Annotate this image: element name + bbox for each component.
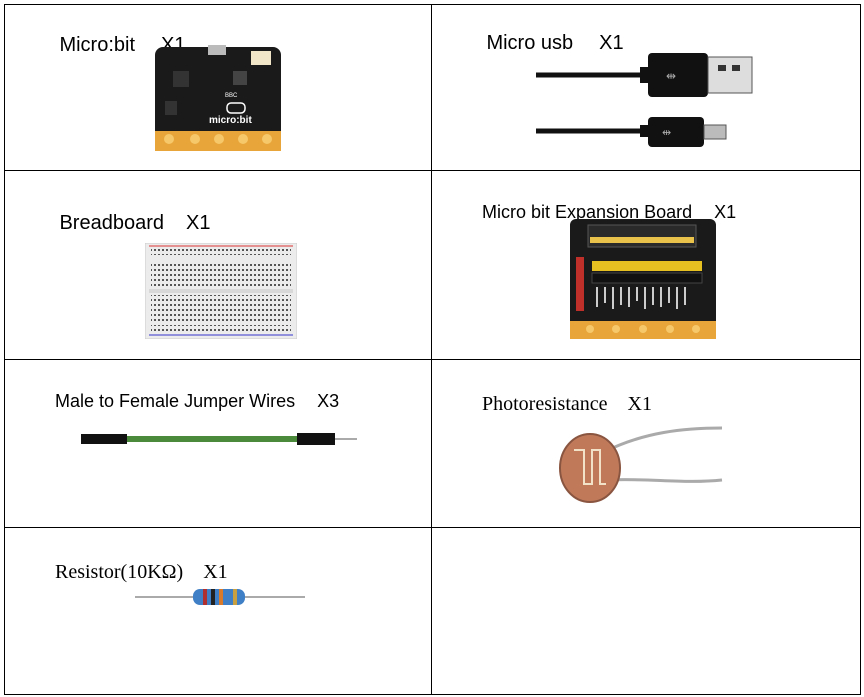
cell-expansion-board: Micro bit Expansion Board X1 — [431, 170, 861, 360]
cell-breadboard: Breadboard X1 — [4, 170, 432, 360]
svg-text:⇹: ⇹ — [662, 126, 671, 139]
item-name: Micro usb — [486, 32, 574, 54]
item-name: Photoresistance — [482, 392, 608, 415]
resistor-image — [135, 588, 305, 605]
breadboard-image — [145, 243, 297, 340]
item-qty: X1 — [599, 32, 624, 54]
item-qty: X1 — [185, 212, 211, 235]
item-qty: X3 — [317, 390, 340, 411]
item-label: Breadboard X1 — [15, 193, 210, 253]
item-name: Male to Female Jumper Wires — [55, 390, 296, 411]
board-microbit-text: micro:bit — [209, 115, 252, 126]
item-label: Resistor(10KΩ) X1 — [15, 542, 228, 602]
item-name: Micro:bit — [59, 34, 136, 56]
cell-resistor: Resistor(10KΩ) X1 — [4, 526, 432, 696]
item-label: Micro usb X1 — [442, 13, 624, 73]
cell-jumper-wires: Male to Female Jumper Wires X3 — [4, 358, 432, 528]
cell-photoresistor: Photoresistance X1 — [431, 358, 861, 528]
item-name: Micro bit Expansion Board — [482, 202, 693, 223]
micro-usb-cable-image: ⇹ ⇹ — [536, 53, 753, 147]
jumper-wire-image — [81, 432, 357, 445]
item-qty: X1 — [203, 560, 228, 583]
item-name: Resistor(10KΩ) — [55, 560, 184, 583]
item-label: Male to Female Jumper Wires X3 — [15, 374, 339, 428]
microbit-board-image: BBC micro:bit — [155, 45, 281, 151]
cell-micro-usb: Micro usb X1 ⇹ ⇹ — [431, 3, 861, 172]
photoresistor-image — [559, 426, 723, 503]
item-qty: X1 — [627, 392, 652, 415]
board-bbc-text: BBC — [225, 93, 238, 99]
svg-text:⇹: ⇹ — [666, 69, 676, 83]
item-label: Photoresistance X1 — [442, 374, 652, 434]
expansion-board-image — [570, 219, 716, 340]
item-name: Breadboard — [59, 212, 164, 235]
item-qty: X1 — [714, 202, 737, 223]
cell-empty — [431, 526, 861, 696]
item-label: Micro bit Expansion Board X1 — [442, 185, 736, 239]
